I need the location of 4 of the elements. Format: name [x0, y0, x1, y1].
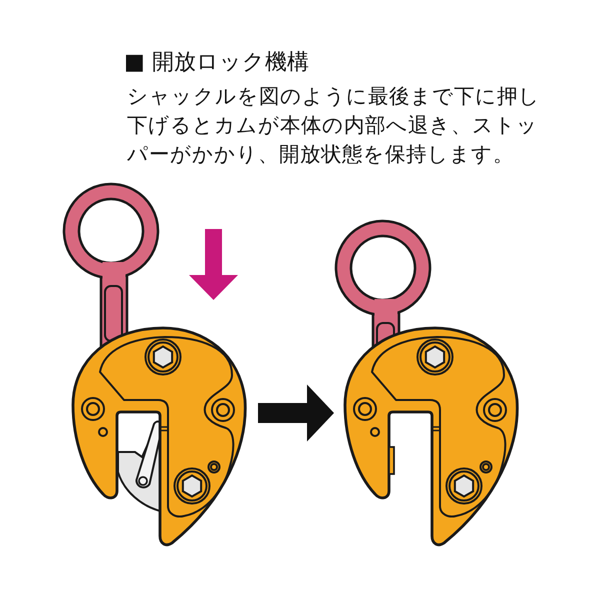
- clamp-drawing: [334, 218, 520, 548]
- description-text: シャックルを図のように最後まで下に押し下げるとカムが本体の内部へ退き、ストッパーがかかり、開放状態を保持します。: [127, 83, 541, 168]
- arrow: [258, 384, 334, 442]
- title: ■ 開放ロック機構: [124, 49, 309, 77]
